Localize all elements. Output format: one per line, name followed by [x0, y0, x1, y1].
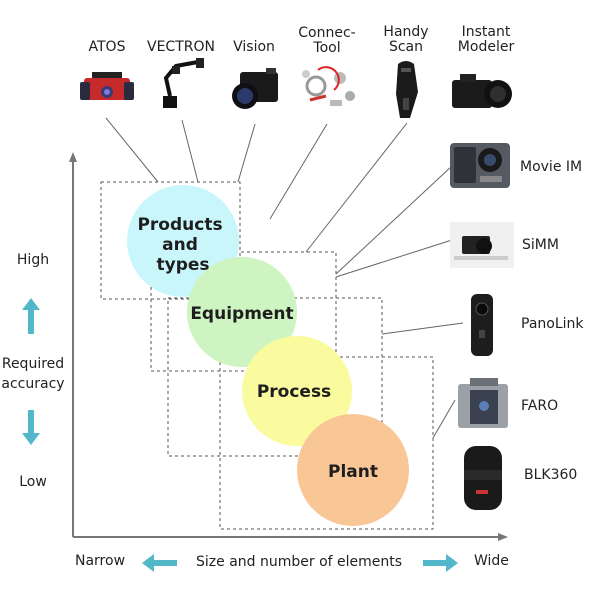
equipment-circle — [187, 257, 297, 367]
device-label-connectool: Connec- Tool — [298, 25, 356, 56]
device-label-atos: ATOS — [88, 39, 126, 55]
top-connectors — [105, 117, 408, 253]
device-label-blk360: BLK360 — [524, 467, 578, 483]
atos-sensor-icon — [80, 72, 134, 100]
device-label-vision: Vision — [233, 39, 275, 55]
y-axis-high-label: High — [16, 252, 50, 268]
handyscan-scanner-icon — [396, 61, 418, 118]
products-line-2: and — [162, 235, 198, 255]
device-label-panolink: PanoLink — [521, 316, 584, 332]
x-axis-narrow-label: Narrow — [75, 553, 126, 569]
action-camera-icon — [450, 143, 510, 188]
products-region — [100, 181, 241, 300]
products-line-3: types — [156, 255, 209, 275]
x-axis-title: Size and number of elements — [196, 554, 403, 570]
arrow-left-icon — [142, 554, 177, 572]
vision-camera-icon — [232, 68, 278, 109]
direction-arrows — [22, 298, 458, 572]
device-label-instant-modeler: Instant Modeler — [457, 24, 515, 55]
process-label: Process — [257, 382, 331, 402]
equipment-region — [150, 251, 337, 372]
blk360-scanner-icon — [464, 446, 502, 510]
axes — [69, 152, 508, 541]
vectron-arm-icon — [163, 58, 204, 108]
dslr-rig-icon — [450, 222, 514, 268]
device-label-faro: FARO — [521, 398, 559, 414]
faro-laser-scanner-icon — [458, 378, 508, 428]
y-axis-title: Required accuracy — [1, 356, 65, 392]
arrow-right-icon — [423, 554, 458, 572]
x-axis-wide-label: Wide — [474, 553, 509, 569]
side-connectors — [335, 165, 464, 439]
plant-label: Plant — [328, 462, 378, 482]
instant-modeler-camera-icon — [452, 74, 512, 108]
device-label-vectron: VECTRON — [147, 39, 215, 55]
y-axis-low-label: Low — [19, 474, 47, 490]
products-label: Products and types — [137, 215, 228, 275]
process-circle — [242, 336, 352, 446]
connectool-parts-icon — [302, 66, 355, 106]
device-label-handyscan: Handy Scan — [383, 24, 429, 55]
arrow-up-icon — [22, 298, 40, 334]
plant-region — [219, 356, 434, 530]
arrow-down-icon — [22, 410, 40, 445]
panoramic-camera-icon — [471, 294, 493, 356]
plant-circle — [297, 414, 409, 526]
device-label-simm: SiMM — [522, 237, 559, 253]
device-label-movie-im: Movie IM — [520, 159, 583, 175]
equipment-label: Equipment — [190, 304, 293, 324]
products-line-1: Products — [137, 215, 222, 235]
